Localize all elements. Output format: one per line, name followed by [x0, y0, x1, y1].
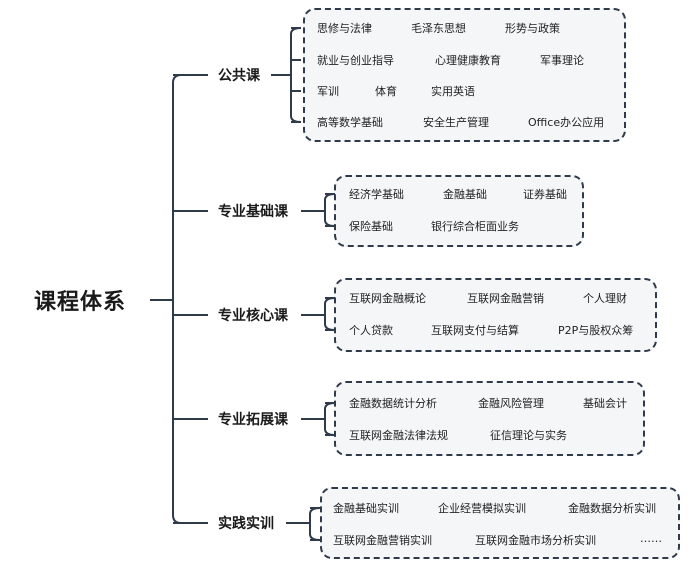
course-item: 金融数据分析实训	[568, 502, 656, 515]
course-group-box	[303, 8, 626, 142]
course-group-box	[334, 278, 657, 352]
course-item: 金融基础	[443, 188, 487, 201]
group-bracket	[324, 193, 336, 227]
main-trunk	[172, 74, 182, 524]
category-label: 专业核心课	[218, 308, 288, 324]
course-group-box	[320, 487, 680, 559]
course-item: 体育	[375, 85, 397, 98]
course-item: 金融基础实训	[333, 502, 399, 515]
course-item: 军训	[317, 85, 339, 98]
category-label: 公共课	[218, 68, 260, 84]
course-item: 思修与法律	[317, 22, 372, 35]
category-label: 专业基础课	[218, 204, 288, 220]
group-bracket	[290, 27, 302, 123]
course-item: 金融数据统计分析	[349, 397, 437, 410]
course-item: 个人贷款	[349, 324, 393, 337]
course-item: 毛泽东思想	[411, 22, 466, 35]
course-item: P2P与股权众筹	[558, 324, 634, 337]
course-item: 银行综合柜面业务	[431, 220, 519, 233]
course-item: Office办公应用	[528, 116, 605, 129]
group-bracket	[309, 507, 321, 541]
root-node: 课程体系	[34, 290, 127, 315]
course-item: 安全生产管理	[423, 116, 489, 129]
course-item: 金融风险管理	[478, 397, 544, 410]
course-group-box	[334, 175, 584, 247]
course-item: 保险基础	[349, 220, 393, 233]
course-item: 高等数学基础	[317, 116, 383, 129]
category-label: 专业拓展课	[218, 412, 288, 428]
course-item: 就业与创业指导	[317, 54, 394, 67]
group-bracket	[324, 297, 336, 331]
course-item: 个人理财	[583, 292, 627, 305]
course-item: ……	[640, 532, 662, 545]
course-item: 基础会计	[583, 397, 627, 410]
course-item: 互联网金融法律法规	[349, 429, 448, 442]
group-bracket	[324, 402, 336, 436]
course-item: 互联网金融市场分析实训	[475, 534, 596, 547]
course-item: 企业经营模拟实训	[438, 502, 526, 515]
course-item: 互联网金融营销	[467, 292, 544, 305]
course-item: 经济学基础	[349, 188, 404, 201]
course-item: 军事理论	[540, 54, 584, 67]
course-item: 互联网支付与结算	[431, 324, 519, 337]
course-item: 心理健康教育	[435, 54, 501, 67]
course-item: 互联网金融营销实训	[333, 534, 432, 547]
category-label: 实践实训	[218, 516, 274, 532]
course-item: 实用英语	[431, 85, 475, 98]
course-item: 证券基础	[523, 188, 567, 201]
course-item: 征信理论与实务	[490, 429, 567, 442]
course-item: 互联网金融概论	[349, 292, 426, 305]
course-group-box	[334, 381, 645, 456]
course-item: 形势与政策	[505, 22, 560, 35]
